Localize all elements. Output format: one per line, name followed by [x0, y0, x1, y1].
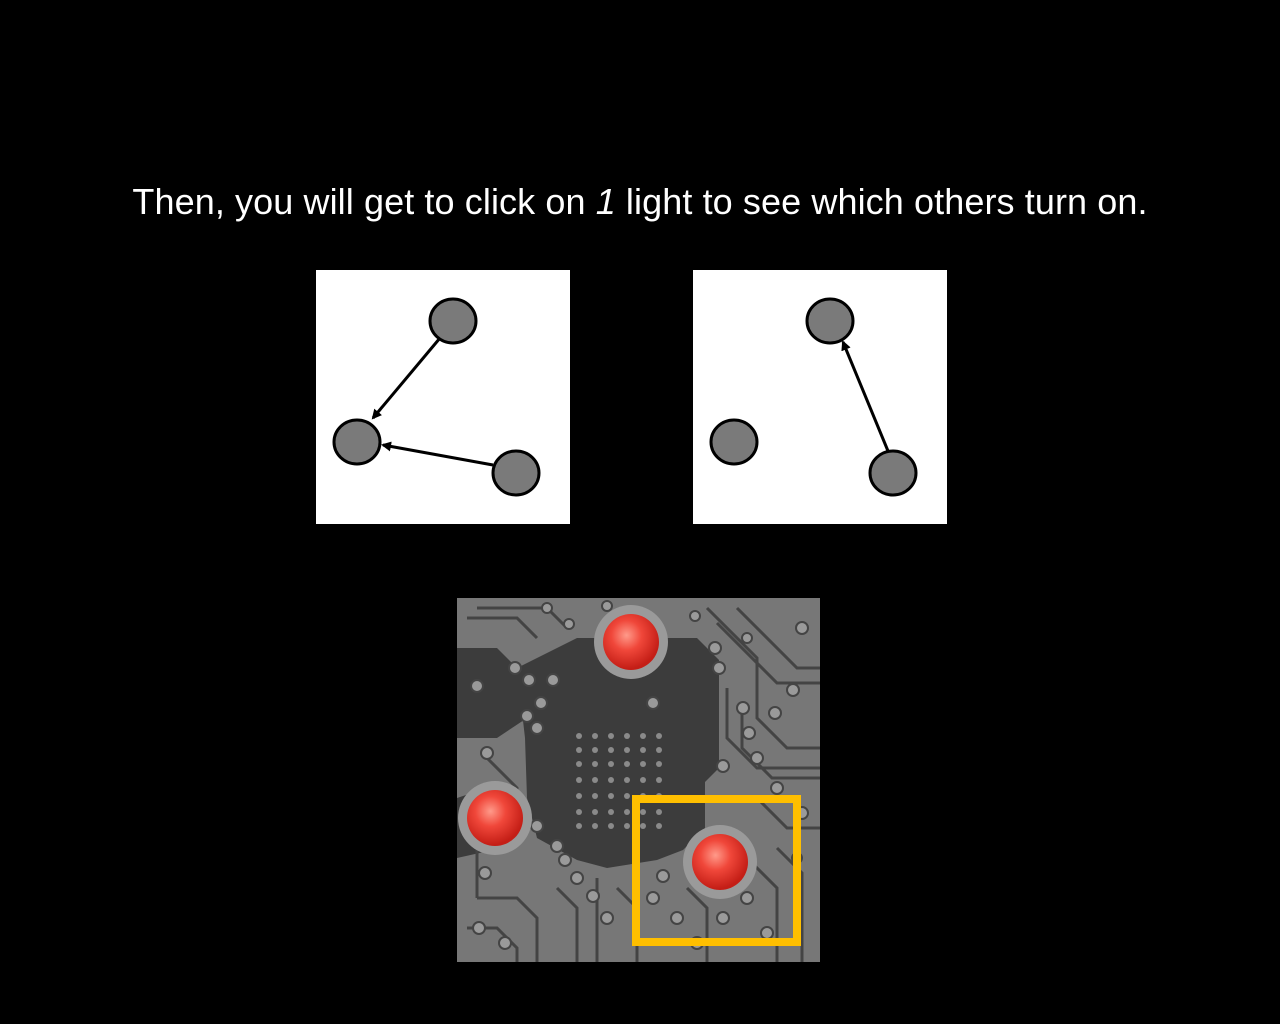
circuit-pads [470, 600, 809, 950]
instruction-number: 1 [595, 181, 616, 222]
instruction-text-end: light to see which others turn on. [615, 181, 1148, 222]
graph-node-left [709, 418, 759, 466]
circuit-board [457, 598, 820, 962]
light-left[interactable] [458, 781, 532, 855]
selected-light-highlight[interactable] [632, 795, 801, 946]
circuit-board-art [457, 598, 820, 962]
board-chip-area [517, 638, 719, 868]
instruction-text: Then, you will get to click on 1 light t… [0, 178, 1280, 226]
right-graph-diagram [709, 297, 918, 497]
left-graph-diagram [332, 297, 541, 497]
edge-right-to-top [841, 340, 890, 452]
edge-top-to-left [371, 337, 442, 420]
left-causal-graph [316, 270, 570, 524]
graph-node-top [805, 297, 855, 345]
right-causal-graph [693, 270, 947, 524]
graph-node-right [868, 449, 918, 497]
graph-node-right [491, 449, 541, 497]
light-top[interactable] [594, 605, 668, 679]
graph-node-left [332, 418, 382, 466]
light-right[interactable] [683, 825, 757, 899]
edge-right-to-left [381, 441, 494, 467]
graph-node-top [428, 297, 478, 345]
instruction-text-start: Then, you will get to click on [132, 181, 596, 222]
chip-dot-grid [576, 733, 662, 829]
